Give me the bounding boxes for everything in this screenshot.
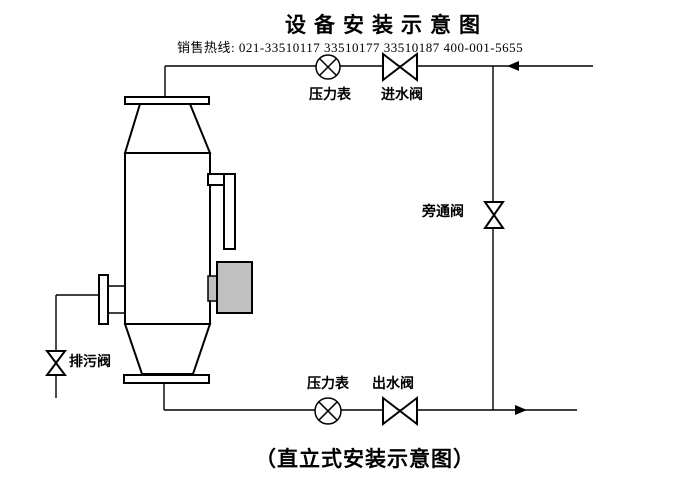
pressure-gauge-bottom-icon xyxy=(314,397,342,425)
bottom-caption: （直立式安装示意图） xyxy=(255,447,475,471)
side-nozzle-flange xyxy=(98,274,109,325)
vessel xyxy=(98,96,236,384)
flow-arrows xyxy=(507,61,527,415)
vessel-top-flange xyxy=(124,96,210,105)
label-bypass-valve: 旁通阀 xyxy=(422,205,464,220)
level-pipe-vertical xyxy=(223,173,236,250)
flow-out-arrow-icon xyxy=(515,405,527,415)
vessel-top-cone xyxy=(123,103,212,154)
vessel-bottom-cone xyxy=(123,323,212,375)
label-pressure-gauge-top: 压力表 xyxy=(309,88,351,103)
outlet-valve-icon xyxy=(382,395,418,427)
label-pressure-gauge-bottom: 压力表 xyxy=(307,377,349,392)
pressure-gauges xyxy=(314,54,342,425)
motor-body xyxy=(216,261,253,314)
vessel-bottom-flange xyxy=(123,374,210,384)
vessel-body xyxy=(124,152,211,325)
label-outlet-valve: 出水阀 xyxy=(372,377,414,392)
label-inlet-valve: 进水阀 xyxy=(381,88,423,103)
sales-hotline-text: 销售热线: 021-33510117 33510177 33510187 400… xyxy=(177,40,524,55)
bypass-valve-icon xyxy=(483,201,505,229)
page-title: 设备安装示意图 xyxy=(285,13,488,37)
pipe-lines xyxy=(55,65,593,411)
flow-in-arrow-icon xyxy=(507,61,519,71)
valves xyxy=(45,51,505,427)
label-drain-valve: 排污阀 xyxy=(69,355,111,370)
drain-valve-icon xyxy=(45,350,67,376)
motor-connector xyxy=(207,275,218,302)
pressure-gauge-top-icon xyxy=(315,54,341,80)
motor-box xyxy=(207,261,253,314)
inlet-valve-icon xyxy=(382,51,418,83)
